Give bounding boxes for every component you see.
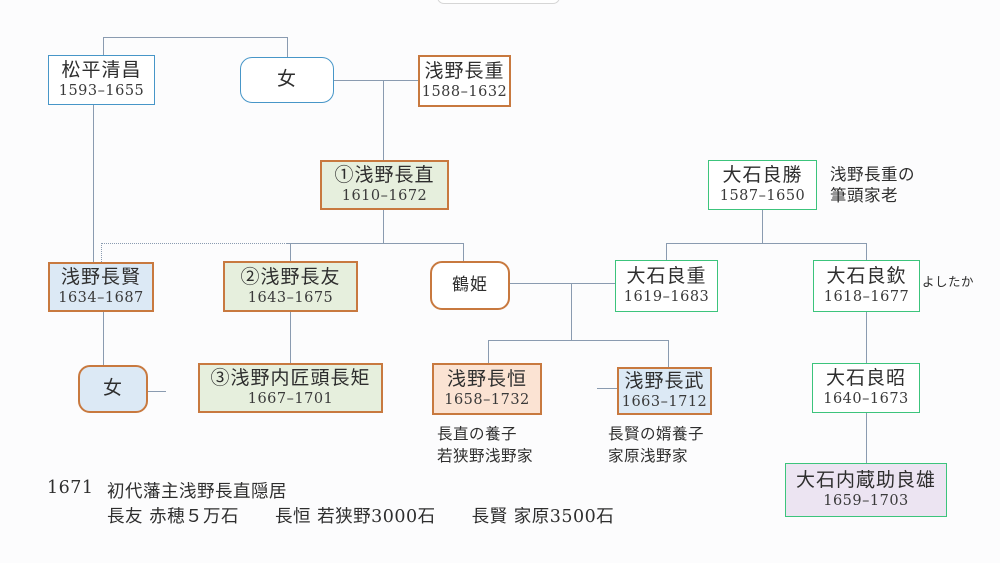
connector-line [762, 210, 763, 243]
footer-fiefs: 長友 赤穂５万石 長恒 若狭野3000石 長賢 家原3500石 [107, 507, 615, 527]
person-dates: 1587–1650 [719, 188, 806, 205]
connector-line [866, 312, 867, 363]
person-name: 浅野長賢 [60, 266, 141, 289]
person-name: 女 [102, 377, 123, 400]
dotted-connector-line [101, 243, 287, 244]
person-name: 鶴姫 [452, 274, 488, 295]
connector-line [866, 243, 867, 260]
person-name: 松平清昌 [61, 59, 142, 82]
person-box-asano-nagakata: 浅野長賢 1634–1687 [48, 262, 154, 312]
connector-line [571, 283, 572, 340]
person-box-woman-bottom: 女 [78, 365, 148, 413]
person-box-oishi-yoshiaki: 大石良昭 1640–1673 [812, 363, 920, 413]
annotation-nagatake-note: 長賢の婿養子 家原浅野家 [608, 424, 704, 467]
person-dates: 1658–1732 [444, 392, 530, 409]
annotation-yoshitaka-reading: よしたか [922, 274, 975, 289]
annotation-nagatsune-note: 長直の養子 若狭野浅野家 [437, 424, 533, 467]
person-box-asano-nagatake: 浅野長武 1663–1712 [617, 367, 712, 415]
connector-line [93, 105, 94, 262]
connector-line [333, 80, 418, 81]
person-name: ①浅野長直 [334, 164, 435, 187]
person-name: 女 [276, 68, 297, 91]
person-name: ③浅野内匠頭長矩 [210, 367, 371, 390]
connector-line [103, 312, 104, 365]
person-box-asano-nagatsune: 浅野長恒 1658–1732 [432, 363, 542, 415]
person-name: 大石良重 [626, 265, 707, 288]
annotation-line: 浅野長重の [830, 165, 915, 184]
connector-line [463, 243, 464, 261]
person-box-oishi-yoshikatsu: 大石良勝 1587–1650 [708, 160, 817, 210]
connector-line [488, 340, 489, 363]
person-dates: 1667–1701 [247, 391, 334, 408]
connector-line [668, 340, 669, 367]
person-box-asano-nagashige: 浅野長重 1588–1632 [418, 55, 511, 107]
annotation-line: 長直の養子 [437, 425, 518, 443]
person-dates: 1640–1673 [823, 391, 909, 408]
connector-line [666, 243, 667, 260]
connector-line [488, 340, 668, 341]
connector-line [287, 243, 463, 244]
person-dates: 1659–1703 [823, 493, 909, 510]
annotation-line: 長賢の婿養子 [608, 425, 705, 443]
person-name: 浅野長重 [424, 60, 505, 83]
person-name: 浅野長武 [624, 370, 705, 393]
person-box-matsudaira-kiyomasa: 松平清昌 1593–1655 [48, 55, 155, 105]
person-name: 大石良勝 [722, 164, 803, 187]
connector-line [103, 37, 104, 55]
person-name: ②浅野長友 [240, 265, 341, 288]
marriage-stub-line [597, 388, 617, 389]
footer-year: 1671 [47, 478, 94, 498]
dotted-connector-line [101, 243, 102, 262]
annotation-line: 若狭野浅野家 [437, 446, 534, 465]
person-name: 大石良欽 [826, 265, 907, 288]
person-dates: 1610–1672 [341, 188, 428, 205]
connector-line [103, 37, 287, 38]
person-dates: 1663–1712 [621, 394, 708, 411]
person-box-asano-nagatomo: ②浅野長友 1643–1675 [223, 261, 358, 312]
person-dates: 1643–1675 [247, 289, 334, 306]
connector-line [866, 413, 867, 463]
person-name: 大石内蔵助良雄 [795, 469, 936, 492]
footer-event: 初代藩主浅野長直隠居 [107, 482, 287, 502]
person-dates: 1593–1655 [58, 83, 145, 100]
annotation-yoshikatsu-role: 浅野長重の 筆頭家老 [830, 164, 915, 206]
person-dates: 1618–1677 [823, 289, 910, 306]
person-name: 浅野長恒 [446, 368, 527, 391]
connector-line [383, 80, 384, 160]
person-dates: 1634–1687 [58, 290, 144, 307]
marriage-stub-line [148, 391, 166, 392]
annotation-line: 筆頭家老 [830, 186, 898, 205]
connector-line [287, 37, 288, 57]
cropped-box-top-edge [437, 0, 560, 4]
person-box-oishi-yoshitaka: 大石良欽 1618–1677 [813, 260, 920, 312]
connector-line [290, 312, 291, 363]
person-box-oishi-kuranosuke: 大石内蔵助良雄 1659–1703 [785, 463, 947, 517]
connector-line [666, 243, 866, 244]
connector-line [383, 210, 384, 243]
annotation-line: 家原浅野家 [608, 446, 689, 465]
person-box-asano-naganao: ①浅野長直 1610–1672 [320, 160, 449, 210]
marriage-line [510, 283, 615, 284]
person-dates: 1619–1683 [623, 289, 710, 306]
person-box-asano-naganori: ③浅野内匠頭長矩 1667–1701 [198, 363, 383, 413]
person-box-oishi-yoshishige: 大石良重 1619–1683 [615, 260, 718, 312]
person-name: 大石良昭 [825, 367, 906, 390]
person-box-tsuruhime: 鶴姫 [430, 261, 510, 310]
person-dates: 1588–1632 [421, 84, 508, 101]
connector-line [290, 243, 291, 261]
person-box-woman-top: 女 [240, 57, 334, 103]
